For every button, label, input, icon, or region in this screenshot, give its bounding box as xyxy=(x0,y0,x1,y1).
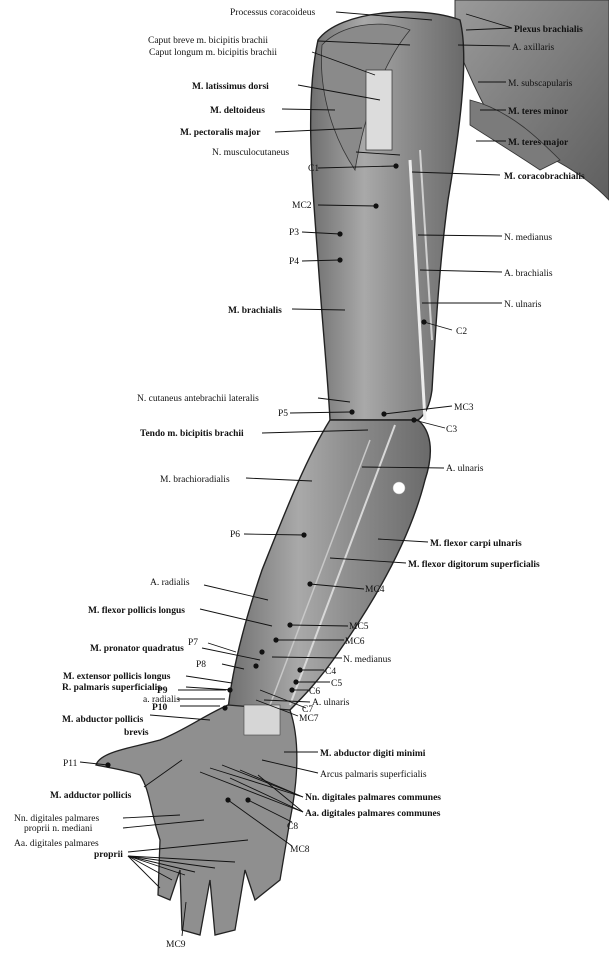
label-mc6: MC6 xyxy=(345,637,365,647)
labels: Processus coracoideus Plexus brachialis … xyxy=(14,8,585,950)
point-markers xyxy=(105,163,427,803)
label-p11: P11 xyxy=(63,759,78,769)
label-c3: C3 xyxy=(446,425,457,435)
label-mc4: MC4 xyxy=(365,585,385,595)
label-a-radialis-top: A. radialis xyxy=(150,578,190,588)
label-m-pectoralis: M. pectoralis major xyxy=(180,128,261,138)
label-m-flexor-carpi: M. flexor carpi ulnaris xyxy=(430,539,522,549)
label-a-ulnaris-low: A. ulnaris xyxy=(312,698,350,708)
label-c5: C5 xyxy=(331,679,342,689)
label-p4: P4 xyxy=(289,257,299,267)
label-m-coracobrachialis: M. coracobrachialis xyxy=(504,172,585,182)
label-n-musculocutaneus: N. musculocutaneus xyxy=(212,148,289,158)
marker-spot xyxy=(392,481,406,495)
label-n-medianus-low: N. medianus xyxy=(343,655,391,665)
label-r-palmaris: R. palmaris superficialis xyxy=(62,683,161,693)
label-m-teres-minor: M. teres minor xyxy=(508,107,569,117)
ulnar-nerve-line xyxy=(419,149,433,341)
label-nn-proprii-2: proprii n. mediani xyxy=(24,824,93,834)
label-p5: P5 xyxy=(278,409,288,419)
label-mc3: MC3 xyxy=(454,403,474,413)
label-n-cutaneus: N. cutaneus antebrachii lateralis xyxy=(137,394,259,404)
label-p7: P7 xyxy=(188,638,198,648)
label-mc2: MC2 xyxy=(292,201,312,211)
label-aa-digitales-communes: Aa. digitales palmares communes xyxy=(305,809,441,819)
label-a-radialis-low: a. radialis xyxy=(143,695,180,705)
label-a-ulnaris-top: A. ulnaris xyxy=(446,464,484,474)
label-arcus: Arcus palmaris superficialis xyxy=(320,769,427,780)
flexor-retinaculum xyxy=(243,704,281,736)
label-caput-breve: Caput breve m. bicipitis brachii xyxy=(148,36,268,46)
label-mc8: MC8 xyxy=(290,845,310,855)
label-m-brachioradialis: M. brachioradialis xyxy=(160,475,230,485)
label-p10: P10 xyxy=(152,703,168,713)
forearm-tendon xyxy=(289,424,396,706)
label-n-medianus-top: N. medianus xyxy=(504,233,552,243)
teres-muscles xyxy=(469,99,561,171)
label-m-deltoideus: M. deltoideus xyxy=(210,106,265,116)
label-n-ulnaris: N. ulnaris xyxy=(504,300,542,310)
forearm xyxy=(227,419,431,716)
label-m-subscapularis: M. subscapularis xyxy=(508,79,573,89)
label-m-latissimus: M. latissimus dorsi xyxy=(192,82,269,92)
label-c1: C1 xyxy=(308,164,319,174)
label-mc5: MC5 xyxy=(349,622,369,632)
label-m-brachialis: M. brachialis xyxy=(228,306,282,316)
label-aa-proprii-1: Aa. digitales palmares xyxy=(14,839,99,849)
label-processus-coracoideus: Processus coracoideus xyxy=(230,8,316,18)
label-m-teres-major: M. teres major xyxy=(508,138,569,148)
label-c7: C7 xyxy=(302,705,313,715)
label-c8: C8 xyxy=(287,822,298,832)
label-nn-digitales-communes: Nn. digitales palmares communes xyxy=(305,793,441,803)
label-m-abductor-digiti: M. abductor digiti minimi xyxy=(320,749,426,759)
label-m-adductor: M. adductor pollicis xyxy=(50,791,132,801)
forearm-tendon-2 xyxy=(269,439,371,706)
label-m-flexor-pollicis: M. flexor pollicis longus xyxy=(88,606,185,616)
label-m-flexor-digitorum: M. flexor digitorum superficialis xyxy=(408,560,540,570)
label-tendo: Tendo m. bicipitis brachii xyxy=(140,429,244,439)
label-caput-longum: Caput longum m. bicipitis brachii xyxy=(149,48,277,58)
label-mc7: MC7 xyxy=(299,714,319,724)
label-m-extensor: M. extensor pollicis longus xyxy=(63,672,171,682)
label-p9: P9 xyxy=(157,686,168,696)
label-p6: P6 xyxy=(230,530,240,540)
label-nn-proprii-1: Nn. digitales palmares xyxy=(14,814,100,824)
label-a-axillaris: A. axillaris xyxy=(512,43,555,53)
leader-lines xyxy=(79,11,513,937)
hand-palm xyxy=(95,704,298,936)
label-c2: C2 xyxy=(456,327,467,337)
median-nerve-line xyxy=(408,159,427,421)
label-mc9: MC9 xyxy=(166,940,186,950)
label-c4: C4 xyxy=(325,667,336,677)
label-aa-proprii-2: proprii xyxy=(94,850,123,860)
label-m-abductor-pollicis-2: brevis xyxy=(124,728,149,738)
label-m-abductor-pollicis-1: M. abductor pollicis xyxy=(62,715,144,725)
label-a-brachialis: A. brachialis xyxy=(504,269,553,279)
label-m-pronator: M. pronator quadratus xyxy=(90,644,184,654)
label-p3: P3 xyxy=(289,228,299,238)
label-c6: C6 xyxy=(309,687,320,697)
biceps-tendons xyxy=(365,69,393,151)
label-plexus-brachialis: Plexus brachialis xyxy=(514,25,583,35)
label-p8: P8 xyxy=(196,660,206,670)
